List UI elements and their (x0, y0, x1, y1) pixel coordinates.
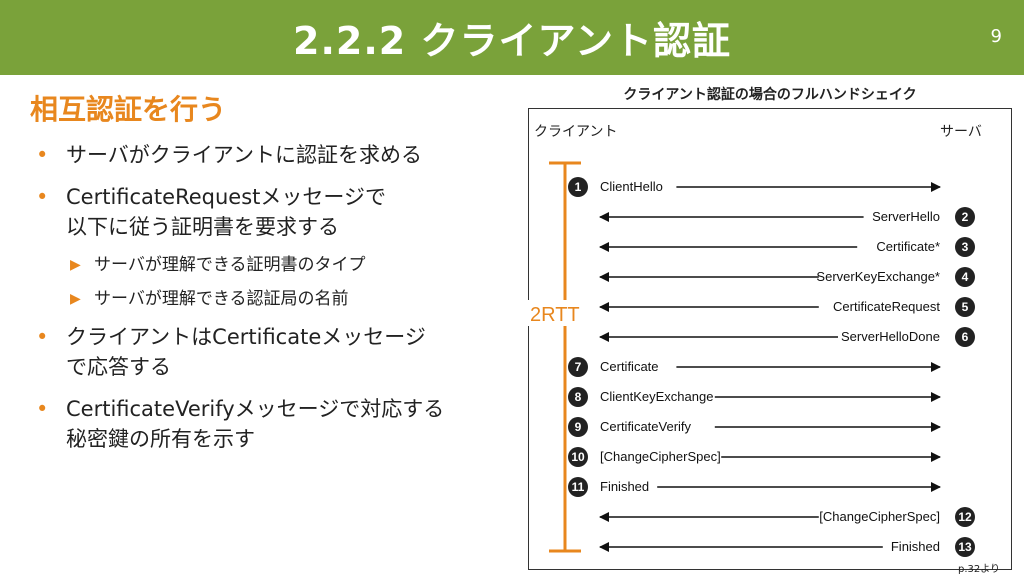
step-number: 6 (962, 330, 969, 344)
step-number-badge (955, 537, 975, 557)
step-number-badge (568, 477, 588, 497)
step-number: 9 (575, 420, 582, 434)
step-number: 11 (572, 480, 585, 494)
triangle-bullet-icon: ▶ (70, 257, 81, 273)
bullet-text: 秘密鍵の所有を示す (66, 427, 255, 451)
title-bar: 2.2.2 クライアント認証 9 (0, 0, 1024, 75)
step-number-badge (955, 207, 975, 227)
message-label: CertificateVerify (600, 419, 692, 434)
message-label: ServerHelloDone (841, 329, 940, 344)
message-label: ClientHello (600, 179, 663, 194)
handshake-diagram-frame (528, 108, 1012, 570)
diagram-title: クライアント認証の場合のフルハンドシェイク (623, 87, 917, 103)
client-label: クライアント (534, 124, 618, 140)
message-label: ClientKeyExchange (600, 389, 713, 404)
bullet-list: • サーバがクライアントに認証を求める • CertificateRequest… (36, 140, 526, 466)
step-number: 5 (962, 300, 969, 314)
message-label: Finished (600, 479, 649, 494)
message-label: Certificate (600, 359, 659, 374)
rtt-label: 2RTT (530, 304, 580, 326)
bullet-item: • サーバがクライアントに認証を求める (36, 140, 526, 170)
step-number: 8 (575, 390, 582, 404)
step-number-badge (568, 387, 588, 407)
page-number: 9 (990, 26, 1002, 47)
step-number-badge (568, 177, 588, 197)
sub-bullet-text: サーバが理解できる認証局の名前 (94, 289, 349, 309)
message-label: [ChangeCipherSpec] (600, 449, 721, 464)
source-credit: p.32より (958, 564, 1001, 575)
step-number: 4 (962, 270, 969, 284)
step-number-badge (955, 237, 975, 257)
step-number-badge (568, 447, 588, 467)
step-number-badge (568, 417, 588, 437)
step-number: 3 (962, 240, 969, 254)
message-label: [ChangeCipherSpec] (819, 509, 940, 524)
step-number: 10 (571, 450, 585, 464)
bullet-item: • CertificateRequestメッセージで 以下に従う証明書を要求する (36, 182, 526, 242)
bullet-item: • CertificateVerifyメッセージで対応する 秘密鍵の所有を示す (36, 394, 526, 454)
message-label: Finished (891, 539, 940, 554)
bullet-text: で応答する (66, 355, 171, 379)
bullet-text: クライアントはCertificateメッセージ (66, 325, 426, 349)
step-number-badge (568, 357, 588, 377)
server-label: サーバ (940, 124, 982, 140)
step-number: 2 (962, 210, 969, 224)
step-number: 13 (958, 540, 972, 554)
bullet-dot-icon: • (36, 143, 49, 167)
step-number: 7 (575, 360, 582, 374)
section-heading: 相互認証を行う (30, 93, 227, 126)
step-number: 1 (575, 180, 582, 194)
step-number-badge (955, 327, 975, 347)
bullet-text: 以下に従う証明書を要求する (66, 215, 339, 239)
bullet-dot-icon: • (36, 185, 49, 209)
message-label: CertificateRequest (833, 299, 940, 314)
rtt-label-bg (528, 300, 590, 326)
bullet-text: サーバがクライアントに認証を求める (66, 143, 422, 167)
bullet-dot-icon: • (36, 325, 49, 349)
sub-bullet-text: サーバが理解できる証明書のタイプ (94, 255, 366, 275)
message-label: Certificate* (876, 239, 940, 254)
bullet-dot-icon: • (36, 397, 49, 421)
step-number-badge (955, 507, 975, 527)
step-number-badge (955, 297, 975, 317)
message-label: ServerKeyExchange* (816, 269, 940, 284)
bullet-text: CertificateVerifyメッセージで対応する (66, 397, 445, 421)
slide-title: 2.2.2 クライアント認証 (293, 19, 731, 63)
sub-bullet-item: ▶ サーバが理解できる認証局の名前 (36, 284, 526, 314)
sub-bullet-item: ▶ サーバが理解できる証明書のタイプ (36, 250, 526, 280)
bullet-text: CertificateRequestメッセージで (66, 185, 386, 209)
message-label: ServerHello (872, 209, 940, 224)
bullet-item: • クライアントはCertificateメッセージ で応答する (36, 322, 526, 382)
triangle-bullet-icon: ▶ (70, 291, 81, 307)
step-number: 12 (958, 510, 972, 524)
step-number-badge (955, 267, 975, 287)
